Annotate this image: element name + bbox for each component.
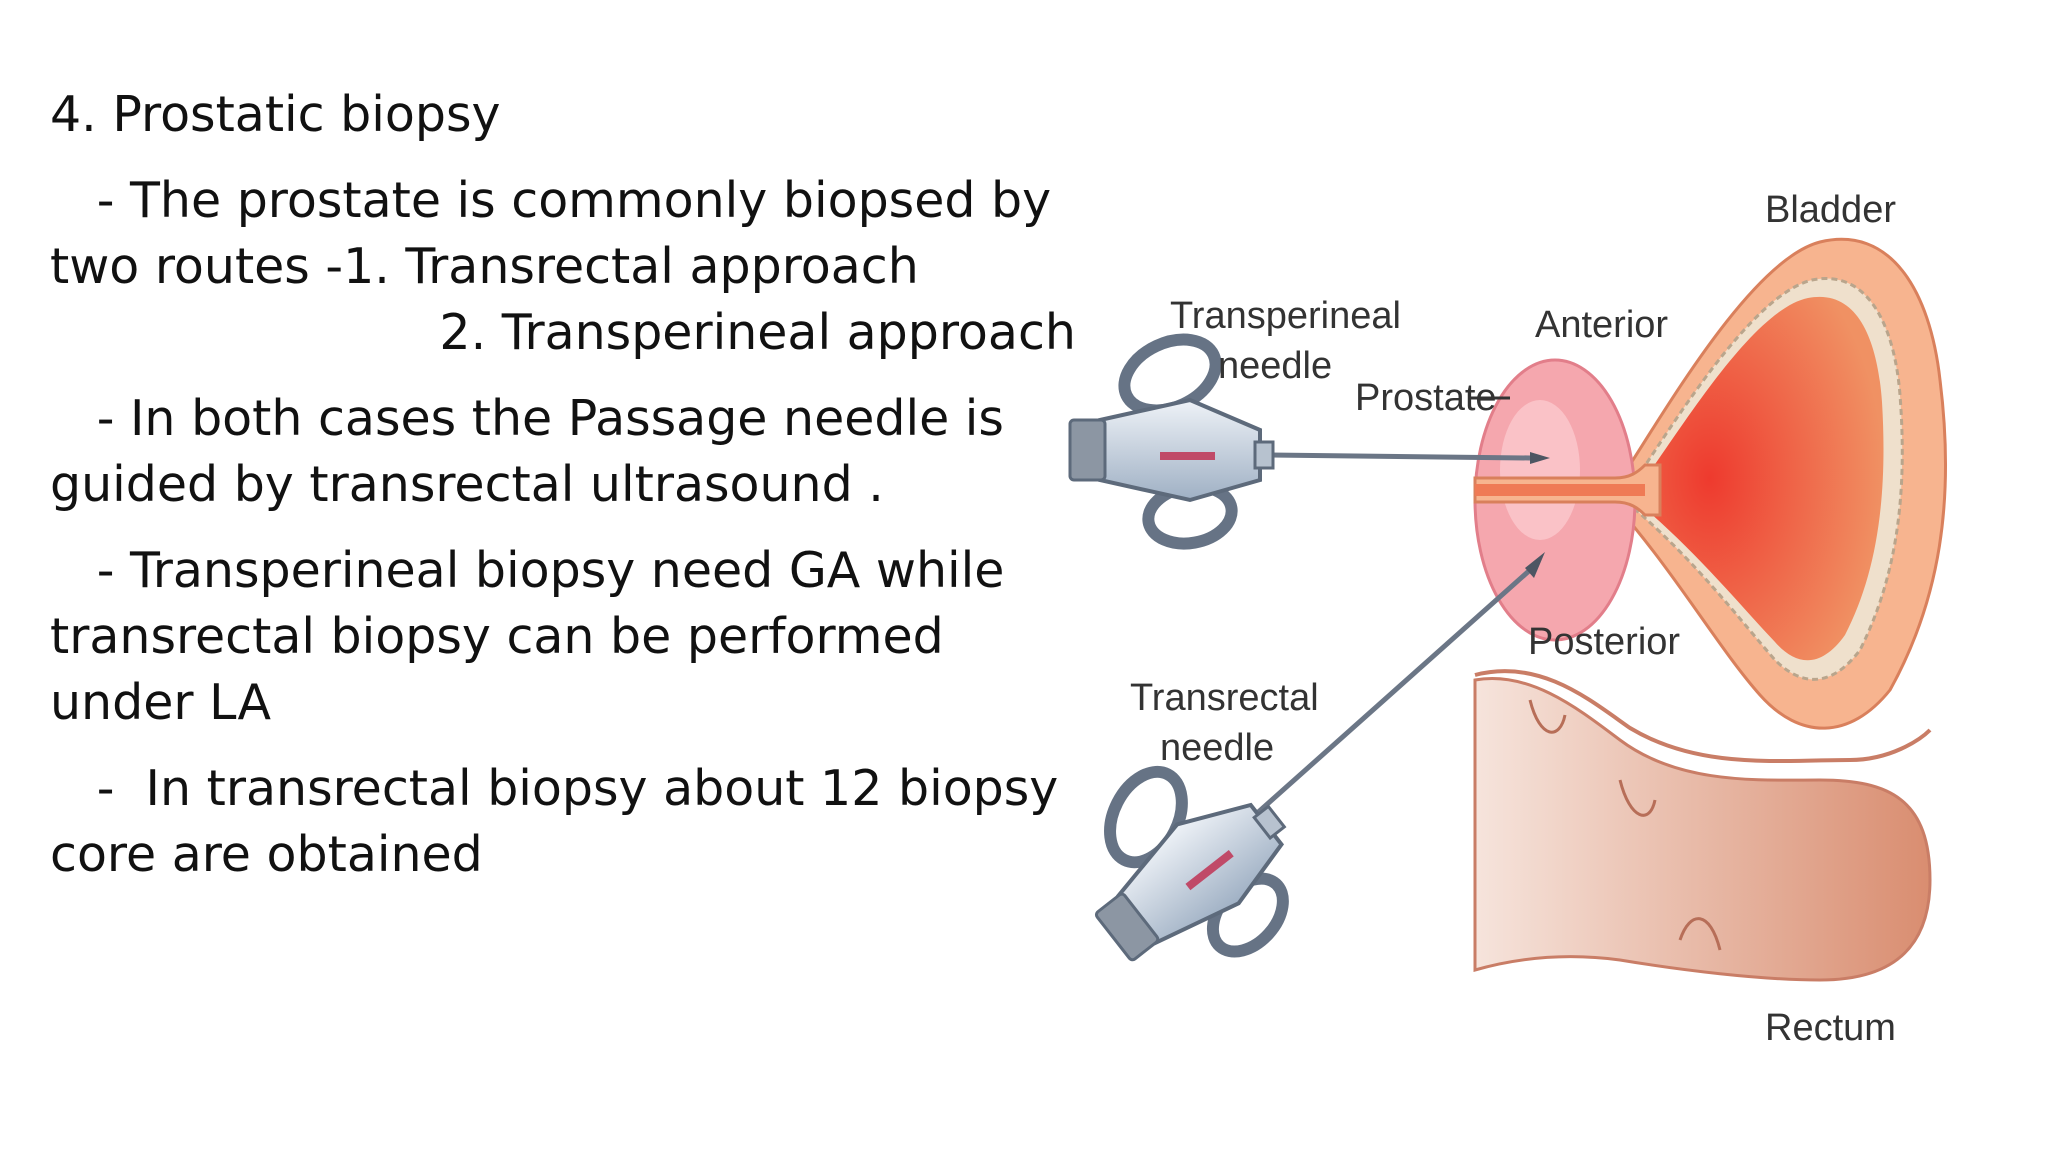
- bullet-3-line-2: transrectal biopsy can be performed: [50, 608, 944, 665]
- rectum-fold-3: [1678, 917, 1722, 951]
- bullet-2-line-1: - In both cases the Passage needle is: [50, 390, 1004, 447]
- label-rectum: Rectum: [1765, 1007, 1896, 1049]
- transrectal-needle-device: [1094, 765, 1289, 962]
- rectum-fold-2: [1618, 779, 1657, 817]
- label-transperineal-line-2: needle: [1218, 345, 1332, 387]
- transperineal-needle-shaft: [1264, 452, 1531, 461]
- bullet-1-line-2: two routes -1. Transrectal approach: [50, 238, 919, 295]
- rectum-fold-1: [1528, 699, 1567, 734]
- urethra-lumen: [1475, 484, 1645, 496]
- label-anterior: Anterior: [1535, 304, 1668, 346]
- transrectal-needle-tip: [1525, 552, 1545, 578]
- prostate-highlight: [1500, 400, 1580, 540]
- prostate-biopsy-diagram: Bladder Anterior Prostate Transperineal …: [1068, 189, 1948, 1049]
- bullet-1-line-1: - The prostate is commonly biopsed by: [50, 172, 1052, 229]
- bullet-3-line-1: - Transperineal biopsy need GA while: [50, 542, 1005, 599]
- label-transrectal-line-2: needle: [1160, 727, 1274, 769]
- bullet-1-line-3: 2. Transperineal approach: [50, 304, 1076, 361]
- bullet-3-line-3: under LA: [50, 674, 272, 731]
- transrectal-needle-shaft: [1253, 568, 1532, 817]
- bladder-lumen: [1635, 296, 1884, 661]
- bullet-4-line-2: core are obtained: [50, 826, 483, 883]
- rectum: [1473, 677, 1932, 982]
- bullet-4-line-1: - In transrectal biopsy about 12 biopsy: [50, 760, 1059, 817]
- slide-text: 4. Prostatic biopsy - The prostate is co…: [50, 82, 1076, 888]
- slide-heading: 4. Prostatic biopsy: [50, 86, 501, 143]
- bullet-2-line-2: guided by transrectal ultrasound .: [50, 456, 884, 513]
- transperineal-needle-device: [1068, 333, 1275, 550]
- label-bladder: Bladder: [1765, 189, 1896, 231]
- rectum-wall-top: [1474, 669, 1932, 764]
- transperineal-needle-tip: [1530, 452, 1550, 464]
- label-transrectal-line-1: Transrectal: [1130, 677, 1319, 719]
- label-prostate: Prostate: [1355, 377, 1497, 419]
- label-posterior: Posterior: [1528, 621, 1680, 663]
- label-transperineal-line-1: Transperineal: [1170, 295, 1401, 337]
